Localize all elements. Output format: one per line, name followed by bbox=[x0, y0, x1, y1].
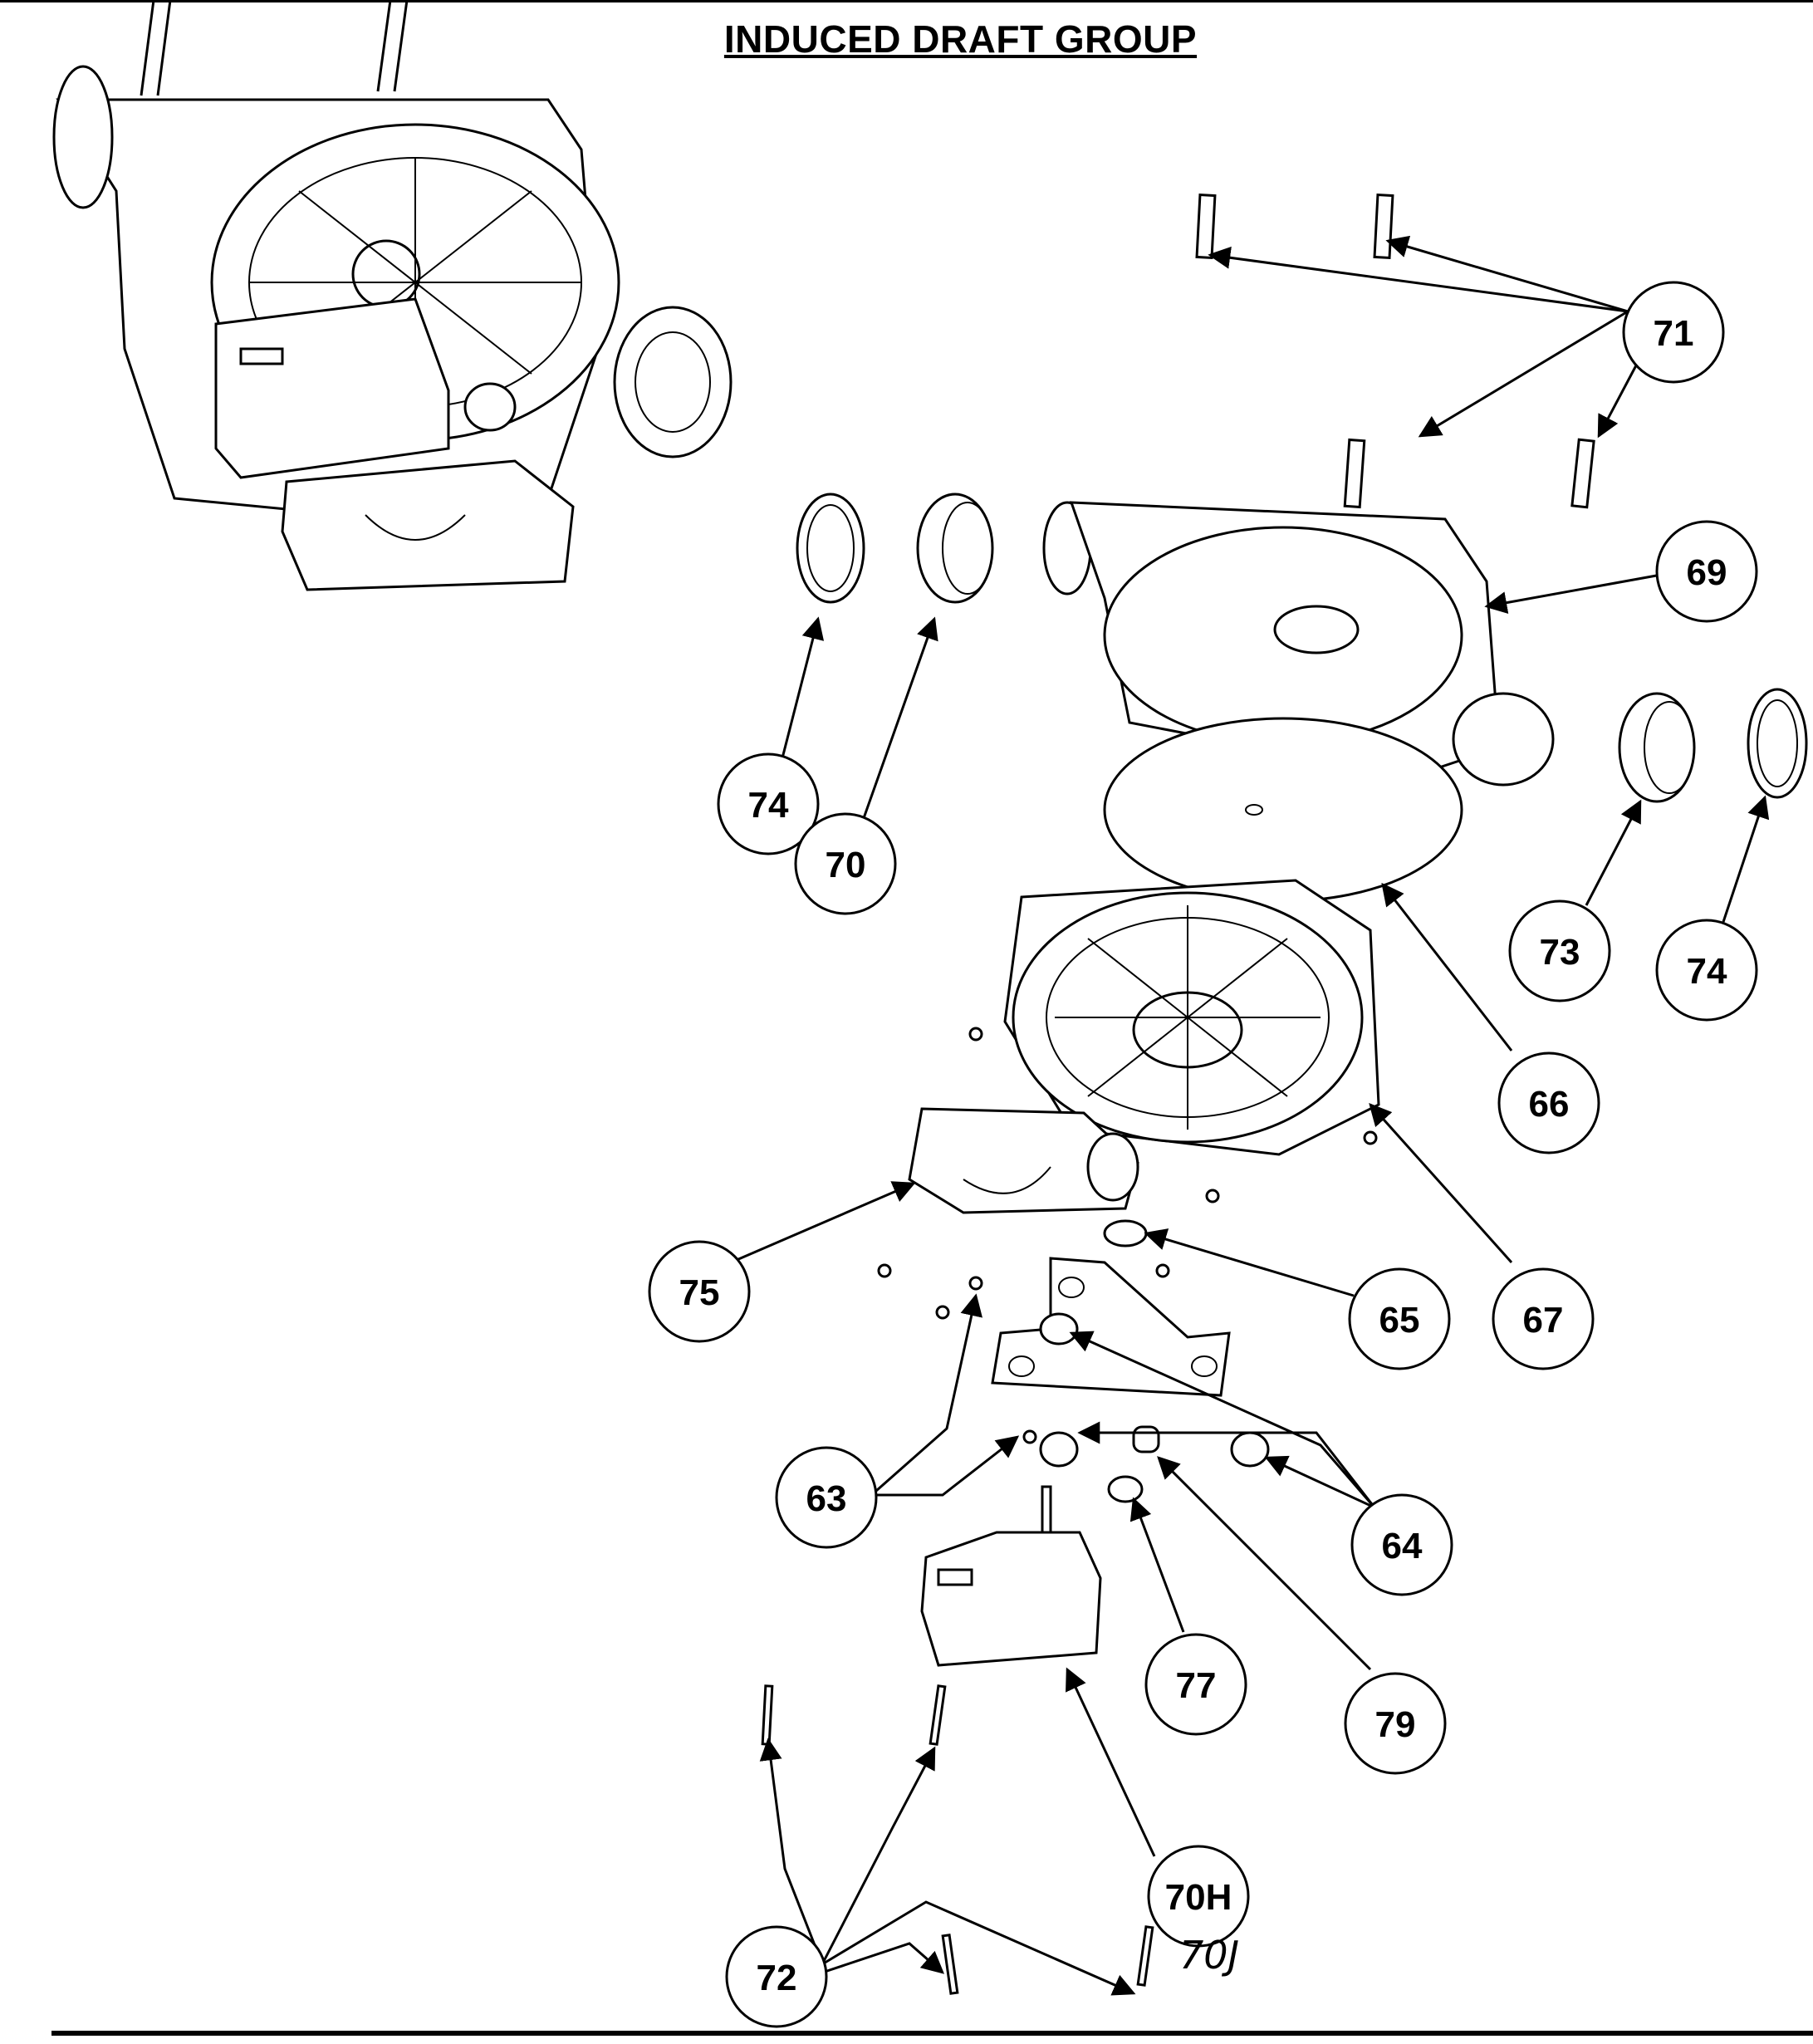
svg-text:74: 74 bbox=[748, 785, 789, 826]
svg-text:70J: 70J bbox=[1179, 1933, 1239, 1978]
callout-79: 79 bbox=[1344, 1672, 1447, 1775]
mounting-bracket-illustration bbox=[991, 1257, 1231, 1397]
housing-illustration bbox=[1042, 501, 1555, 787]
svg-text:66: 66 bbox=[1529, 1084, 1570, 1125]
svg-text:71: 71 bbox=[1654, 313, 1694, 354]
svg-text:74: 74 bbox=[1687, 951, 1727, 992]
callout-77: 77 bbox=[1144, 1633, 1247, 1736]
top-rule bbox=[0, 0, 1813, 2]
svg-text:75: 75 bbox=[679, 1272, 720, 1313]
callout-64: 64 bbox=[1350, 1493, 1453, 1596]
motor-illustration bbox=[920, 1485, 1102, 1667]
callout-74-right: 74 bbox=[1655, 919, 1758, 1022]
svg-text:70H: 70H bbox=[1165, 1877, 1232, 1918]
callout-70: 70 bbox=[794, 812, 897, 915]
svg-text:73: 73 bbox=[1540, 932, 1580, 973]
cover-plate-illustration bbox=[1103, 717, 1463, 903]
svg-text:69: 69 bbox=[1687, 552, 1727, 593]
motor-assembly-illustration bbox=[908, 1107, 1139, 1214]
svg-text:77: 77 bbox=[1176, 1665, 1217, 1706]
callout-66: 66 bbox=[1497, 1051, 1600, 1154]
assembled-inducer-illustration bbox=[52, 0, 733, 591]
svg-text:70: 70 bbox=[826, 845, 866, 885]
callout-65: 65 bbox=[1348, 1267, 1451, 1370]
callout-74-left: 74 bbox=[717, 752, 820, 855]
leader-lines bbox=[730, 235, 1770, 1996]
svg-text:64: 64 bbox=[1382, 1526, 1423, 1566]
grommets-illustration bbox=[1039, 1312, 1270, 1503]
handwritten-note: 70J bbox=[1179, 1933, 1239, 1978]
callout-69: 69 bbox=[1655, 520, 1758, 623]
svg-text:65: 65 bbox=[1379, 1300, 1420, 1341]
pins-illustration bbox=[1195, 194, 1595, 509]
callouts: 71 69 74 70 73 74 bbox=[648, 281, 1758, 2028]
callout-73: 73 bbox=[1508, 899, 1611, 1002]
callout-71: 71 bbox=[1622, 281, 1725, 384]
callout-67: 67 bbox=[1492, 1267, 1595, 1370]
diagram-title: INDUCED DRAFT GROUP bbox=[723, 17, 1198, 61]
small-hardware-illustration bbox=[877, 1027, 1378, 1444]
callout-72: 72 bbox=[725, 1925, 828, 2028]
inducer-wheel-assembly-illustration bbox=[1003, 879, 1380, 1156]
svg-text:79: 79 bbox=[1375, 1704, 1416, 1745]
svg-text:63: 63 bbox=[806, 1478, 847, 1519]
callout-63: 63 bbox=[775, 1446, 878, 1549]
screws-illustration bbox=[761, 1684, 1154, 1995]
svg-text:67: 67 bbox=[1523, 1300, 1564, 1341]
callout-70h: 70H bbox=[1147, 1845, 1250, 1948]
svg-text:72: 72 bbox=[757, 1958, 797, 1998]
seal-rings-and-clamps-illustration bbox=[796, 493, 1808, 803]
callout-75: 75 bbox=[648, 1240, 751, 1343]
bottom-rule bbox=[51, 2031, 1813, 2036]
